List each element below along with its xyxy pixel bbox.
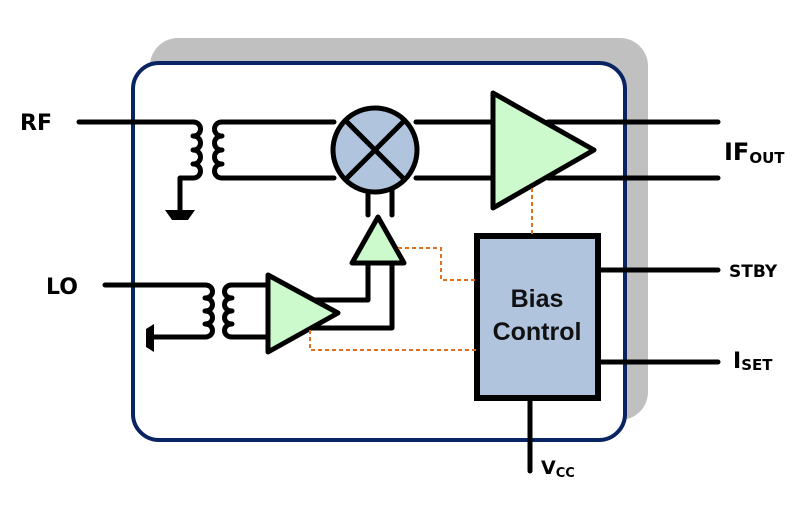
lo-driver-icon	[349, 214, 407, 266]
iset-pin-label: ISET	[733, 349, 773, 374]
if-amplifier-icon	[490, 90, 597, 211]
lo-ground-icon	[146, 324, 154, 352]
if-out-main: IF	[724, 138, 749, 166]
bias-link-lo-driver	[398, 247, 477, 281]
rf-pin-label: RF	[20, 111, 52, 136]
rf-balun-primary	[190, 119, 203, 181]
if-out-pin-label: IFOUT	[724, 138, 785, 167]
rf-ground-wire	[177, 175, 196, 213]
mixer-icon	[330, 105, 420, 195]
vcc-main: V	[541, 457, 556, 479]
lo-route-top	[307, 259, 371, 303]
iset-subscript: SET	[741, 356, 773, 374]
rf-ground-icon	[165, 210, 195, 220]
iset-main: I	[733, 349, 741, 374]
bias-control-line1: Bias	[511, 285, 564, 313]
lo-balun-primary	[202, 282, 215, 340]
lo-amplifier-icon	[265, 272, 341, 355]
bias-control-block	[474, 233, 601, 401]
lo-balun-secondary	[222, 282, 235, 340]
lo-pin-label: LO	[46, 275, 78, 300]
bias-control-line2: Control	[493, 318, 582, 346]
if-out-subscript: OUT	[749, 149, 785, 167]
lo-route-bottom	[307, 259, 395, 331]
stby-pin-label: STBY	[729, 262, 778, 282]
vcc-pin-label: VCC	[541, 457, 575, 481]
rf-balun-secondary	[212, 119, 225, 181]
vcc-subscript: CC	[556, 466, 575, 481]
